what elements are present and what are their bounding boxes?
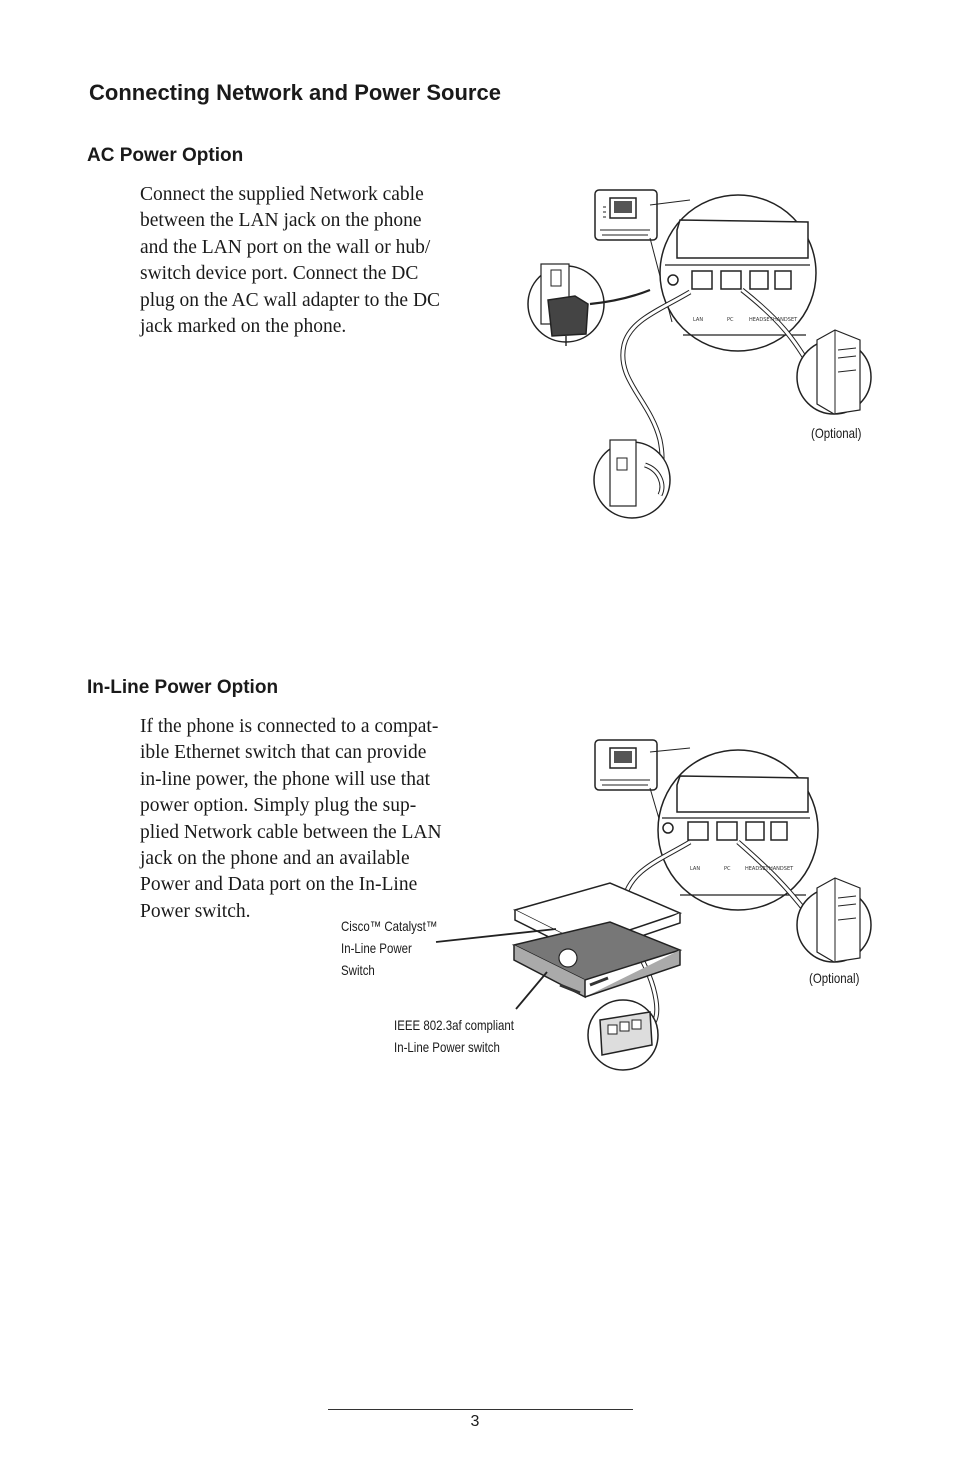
ac-power-heading: AC Power Option bbox=[87, 145, 244, 166]
ac-line: between the LAN jack on the phone bbox=[140, 210, 422, 232]
inline-line: power option. Simply plug the sup- bbox=[140, 795, 417, 817]
cisco-switch-label-line: In-Line Power bbox=[341, 940, 412, 956]
port-label-pc: PC bbox=[727, 317, 734, 323]
pc-port-icon-2 bbox=[716, 821, 738, 841]
port-labels-inline: LAN PC HEADSET HANDSET bbox=[690, 866, 794, 872]
page-title: Connecting Network and Power Source bbox=[89, 80, 501, 105]
headset-port-icon bbox=[749, 270, 769, 290]
inline-power-paragraph: If the phone is connected to a compat- i… bbox=[140, 714, 442, 925]
lan-port-icon bbox=[691, 270, 713, 290]
cisco-switch-label-line: Cisco™ Catalyst™ bbox=[341, 918, 438, 934]
page-number: 3 bbox=[470, 1413, 480, 1430]
ac-line: Connect the supplied Network cable bbox=[140, 184, 424, 205]
inline-line: Power and Data port on the In-Line bbox=[140, 874, 418, 896]
ieee-switch-label-line: In-Line Power switch bbox=[394, 1039, 500, 1055]
phone-thumbnail-icon-2 bbox=[594, 739, 658, 791]
inline-line: in-line power, the phone will use that bbox=[140, 768, 431, 790]
inline-power-heading: In-Line Power Option bbox=[87, 677, 279, 698]
ac-line: and the LAN port on the wall or hub/ bbox=[140, 236, 431, 258]
ac-power-paragraph: Connect the supplied Network cable betwe… bbox=[140, 182, 440, 340]
lan-port-icon-2 bbox=[687, 821, 709, 841]
port-label-headset: HEADSET bbox=[749, 317, 774, 323]
ieee-switch-label-line: IEEE 802.3af compliant bbox=[394, 1017, 514, 1033]
port-labels-ac: LAN PC HEADSET HANDSET bbox=[693, 317, 798, 323]
dc-jack-icon bbox=[667, 274, 679, 286]
footer-rule bbox=[328, 1409, 633, 1410]
port-label-headset-2: HEADSET bbox=[745, 866, 770, 872]
inline-power-switch-icon bbox=[511, 882, 683, 999]
phone-thumbnail-icon bbox=[594, 189, 658, 241]
inline-line: If the phone is connected to a compat- bbox=[140, 716, 439, 737]
ac-line: plug on the AC wall adapter to the DC bbox=[140, 289, 441, 311]
port-label-lan-2: LAN bbox=[690, 866, 700, 872]
handset-port-icon-2 bbox=[770, 821, 788, 841]
ac-line: jack marked on the phone. bbox=[140, 316, 347, 338]
cisco-switch-label-line: Switch bbox=[341, 962, 375, 978]
inline-line: plied Network cable between the LAN bbox=[140, 821, 442, 843]
optional-label-2: (Optional) bbox=[809, 970, 860, 986]
port-label-pc-2: PC bbox=[724, 866, 731, 872]
pc-port-icon bbox=[720, 270, 742, 290]
handset-port-icon bbox=[774, 270, 792, 290]
cisco-switch-label: Cisco™ Catalyst™ In-Line Power Switch bbox=[341, 915, 437, 981]
inline-line: Power switch. bbox=[140, 900, 251, 922]
port-label-handset: HANDSET bbox=[773, 317, 798, 323]
phone-back-magnifier-2 bbox=[657, 749, 819, 911]
port-label-handset-2: HANDSET bbox=[769, 866, 794, 872]
ieee-switch-label: IEEE 802.3af compliant In-Line Power swi… bbox=[394, 1014, 514, 1058]
inline-line: ible Ethernet switch that can provide bbox=[140, 742, 427, 764]
port-label-lan: LAN bbox=[693, 317, 703, 323]
ac-line: switch device port. Connect the DC bbox=[140, 263, 419, 285]
optional-label: (Optional) bbox=[811, 425, 862, 441]
headset-port-icon-2 bbox=[745, 821, 765, 841]
inline-line: jack on the phone and an available bbox=[140, 848, 410, 870]
